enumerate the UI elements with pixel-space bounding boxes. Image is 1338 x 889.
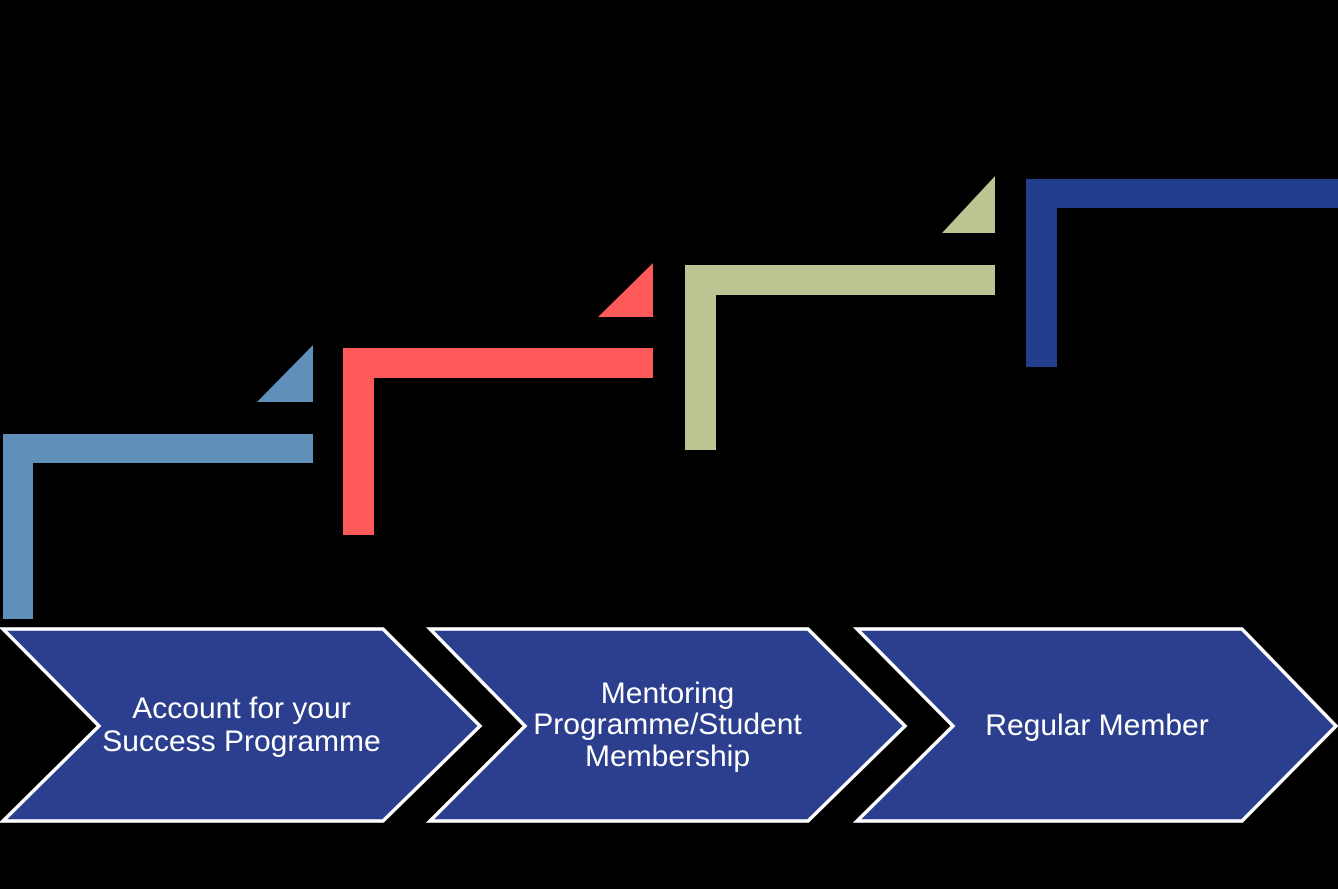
chevron-2-shape <box>425 627 908 823</box>
chevron-1-shape <box>0 627 483 823</box>
step-arrow-2-head-icon <box>598 263 653 317</box>
step-arrow-2-elbow <box>343 348 653 535</box>
step-arrow-1-head-icon <box>257 345 313 402</box>
step-arrow-4-elbow <box>1026 179 1338 367</box>
step-arrow-3-elbow <box>685 265 995 450</box>
chevron-3-shape <box>852 627 1338 823</box>
step-arrow-1-elbow <box>3 434 313 619</box>
step-arrow-3-head-icon <box>942 176 995 233</box>
